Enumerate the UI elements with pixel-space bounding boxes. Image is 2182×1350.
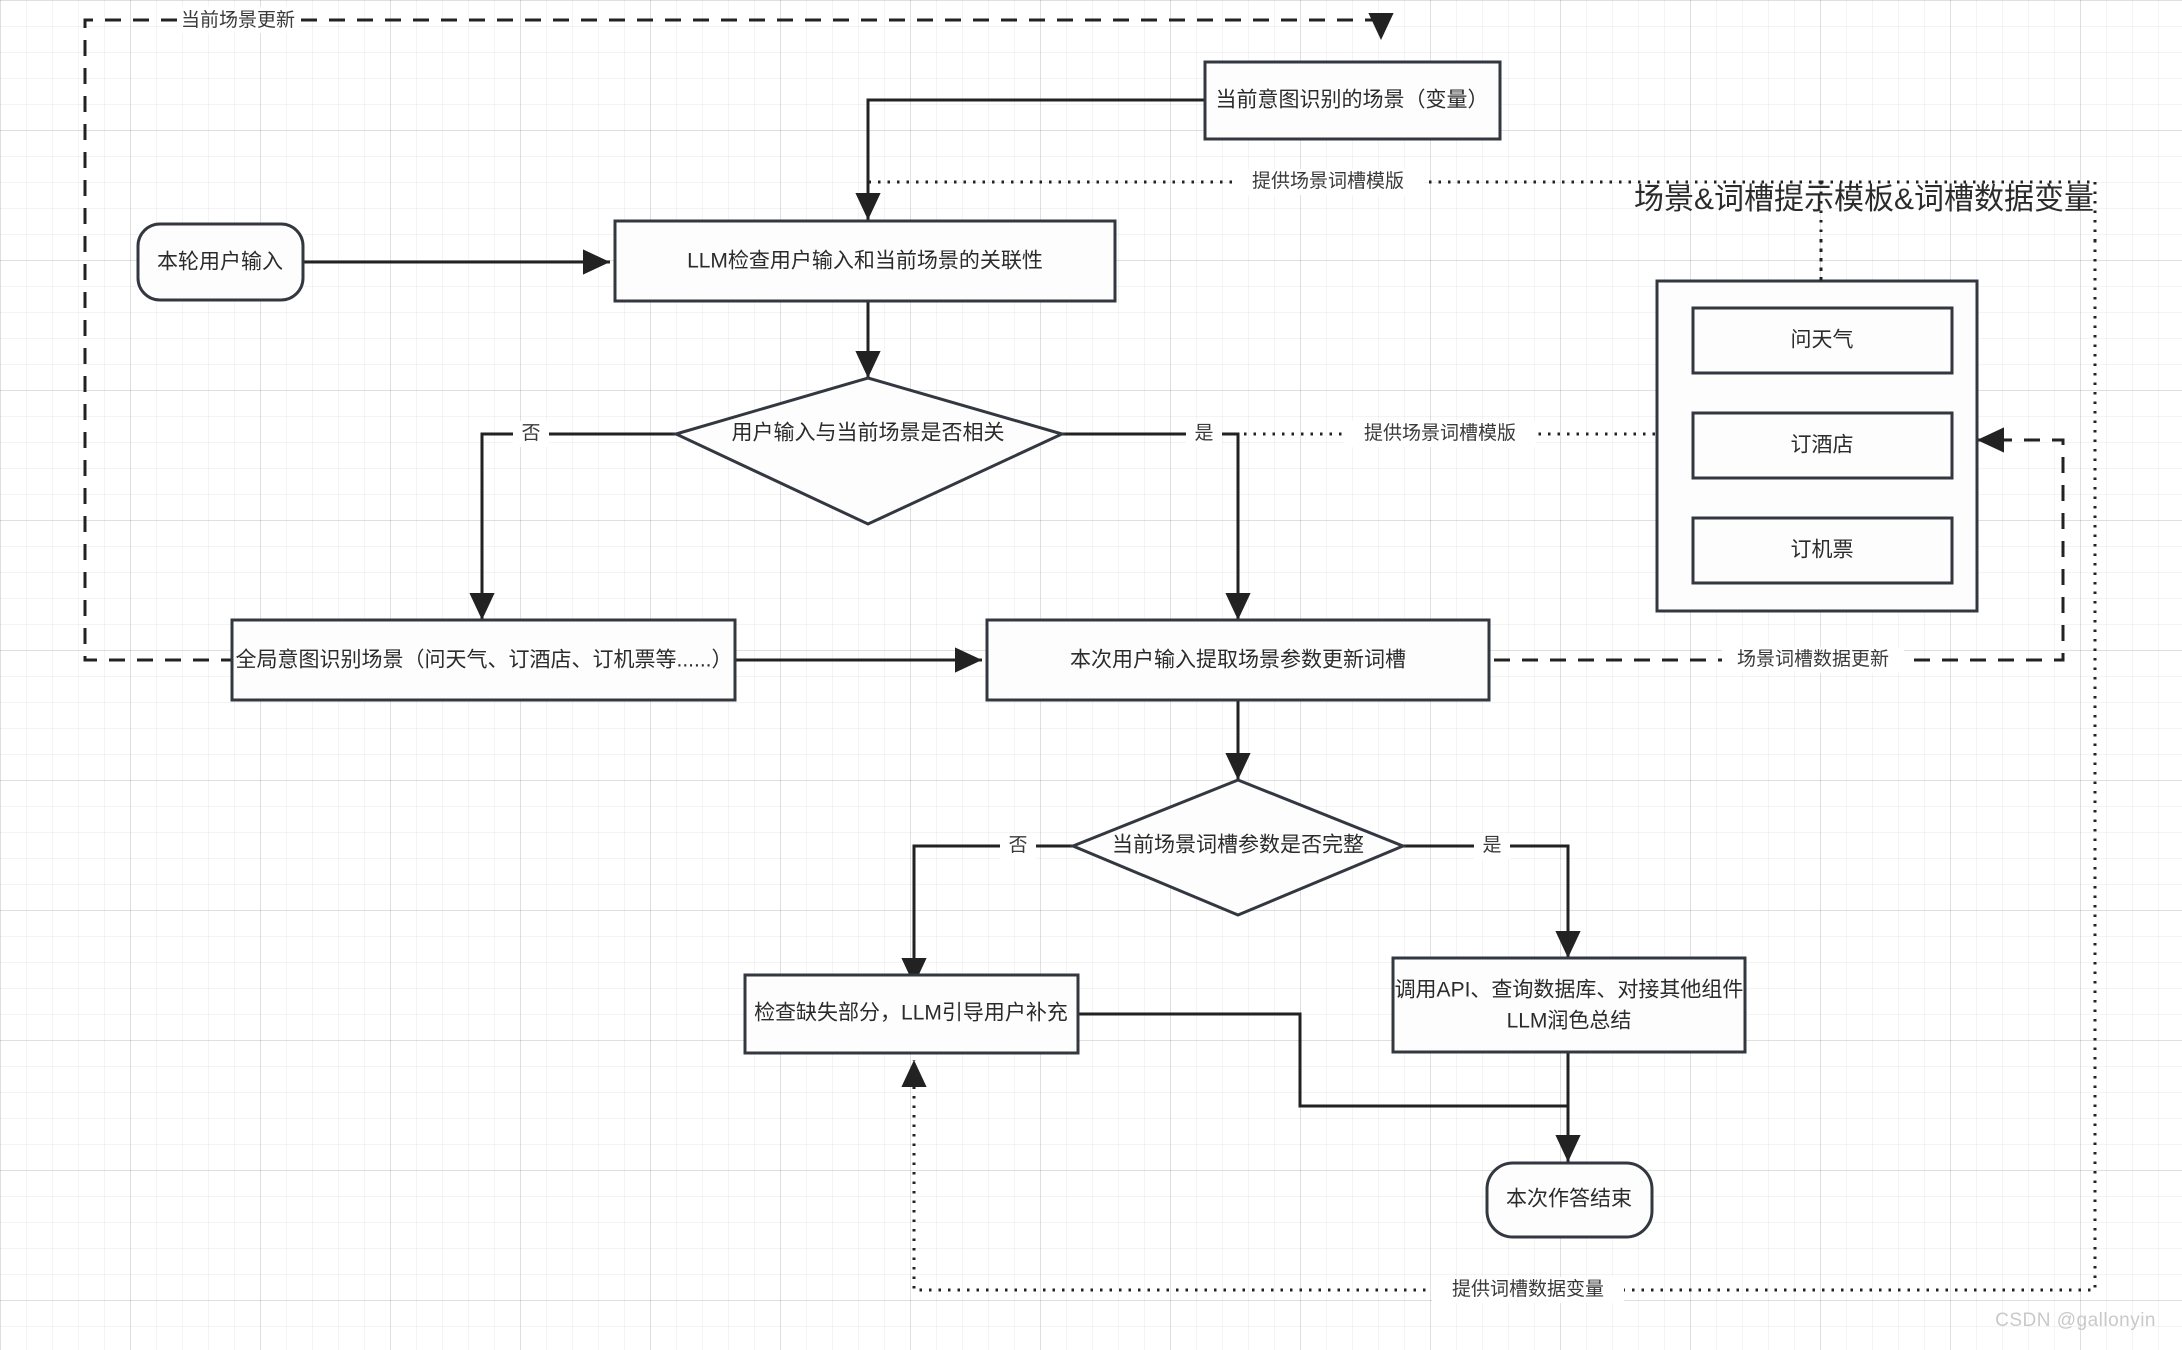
- edge-label-no-2: 否: [1008, 835, 1027, 856]
- node-llm-guide-label: 检查缺失部分，LLM引导用户补充: [754, 1002, 1068, 1025]
- watermark: CSDN @gallonyin: [1995, 1310, 2156, 1331]
- node-user-input[interactable]: 本轮用户输入: [136, 222, 305, 302]
- scene-item-0-label: 问天气: [1791, 329, 1854, 352]
- node-decision-relevance-label: 用户输入与当前场景是否相关: [732, 422, 1005, 445]
- node-end-label: 本次作答结束: [1506, 1188, 1632, 1211]
- edge-slot-data-update: 场景词槽数据更新: [1494, 427, 2065, 673]
- edge-provide-template-top: 提供场景词槽模版: [868, 169, 1821, 195]
- edge-current-scene-update: 当前场景更新: [83, 7, 1394, 662]
- edge-provide-template-mid: 提供场景词槽模版: [1238, 182, 1823, 447]
- edge-label-provide-template-top: 提供场景词槽模版: [1252, 170, 1404, 192]
- node-extract-slots[interactable]: 本次用户输入提取场景参数更新词槽: [985, 618, 1491, 702]
- edge-label-provide-template-mid: 提供场景词槽模版: [1364, 422, 1516, 444]
- scene-item-2-label: 订机票: [1791, 539, 1854, 562]
- scene-item-0[interactable]: 问天气: [1691, 306, 1954, 375]
- edge-llmguide-join: [1078, 1012, 1568, 1108]
- node-extract-slots-label: 本次用户输入提取场景参数更新词槽: [1070, 649, 1406, 672]
- node-call-api-label-line2: LLM润色总结: [1507, 1010, 1632, 1033]
- node-call-api[interactable]: 调用API、查询数据库、对接其他组件 LLM润色总结: [1391, 956, 1747, 1054]
- scene-item-2[interactable]: 订机票: [1691, 516, 1954, 585]
- node-call-api-label-line1: 调用API、查询数据库、对接其他组件: [1395, 979, 1744, 1002]
- edge-label-slot-data-update: 场景词槽数据更新: [1737, 648, 1889, 670]
- edge-scene-to-llmcheck: [855, 98, 1205, 220]
- edge-panel-top-stub: [1819, 180, 2097, 281]
- node-decision-complete[interactable]: 当前场景词槽参数是否完整: [1069, 778, 1407, 917]
- node-current-intent-scene[interactable]: 当前意图识别的场景（变量）: [1203, 60, 1502, 141]
- node-llm-guide[interactable]: 检查缺失部分，LLM引导用户补充: [743, 973, 1080, 1055]
- scene-item-1-label: 订酒店: [1791, 434, 1854, 457]
- scene-slot-panel: 场景&词槽提示模板&词槽数据变量 问天气 订酒店 订机票: [1634, 183, 2094, 613]
- edge-label-provide-slot-data: 提供词槽数据变量: [1452, 1278, 1604, 1300]
- edge-decision2-yes: 是: [1403, 833, 1581, 958]
- node-user-input-label: 本轮用户输入: [157, 251, 283, 274]
- edge-decision1-yes: 是: [1062, 421, 1251, 620]
- node-current-intent-scene-label: 当前意图识别的场景（变量）: [1216, 89, 1489, 112]
- edge-label-no-1: 否: [521, 423, 540, 444]
- edge-label-yes-1: 是: [1194, 423, 1213, 444]
- edge-decision2-no: 否: [901, 833, 1073, 985]
- scene-slot-panel-title: 场景&词槽提示模板&词槽数据变量: [1634, 183, 2094, 216]
- node-decision-relevance[interactable]: 用户输入与当前场景是否相关: [671, 376, 1067, 526]
- node-llm-check[interactable]: LLM检查用户输入和当前场景的关联性: [613, 219, 1117, 303]
- edge-label-current-scene-update: 当前场景更新: [181, 9, 295, 31]
- node-decision-complete-label: 当前场景词槽参数是否完整: [1112, 834, 1364, 857]
- node-llm-check-label: LLM检查用户输入和当前场景的关联性: [687, 250, 1043, 273]
- edge-provide-slot-data: 提供词槽数据变量: [901, 240, 2097, 1303]
- scene-item-1[interactable]: 订酒店: [1691, 411, 1954, 480]
- node-global-intent[interactable]: 全局意图识别场景（问天气、订酒店、订机票等......）: [230, 618, 737, 702]
- edge-label-yes-2: 是: [1482, 835, 1501, 856]
- node-global-intent-label: 全局意图识别场景（问天气、订酒店、订机票等......）: [235, 649, 732, 672]
- edge-decision1-no: 否: [469, 421, 676, 620]
- node-end[interactable]: 本次作答结束: [1485, 1161, 1654, 1239]
